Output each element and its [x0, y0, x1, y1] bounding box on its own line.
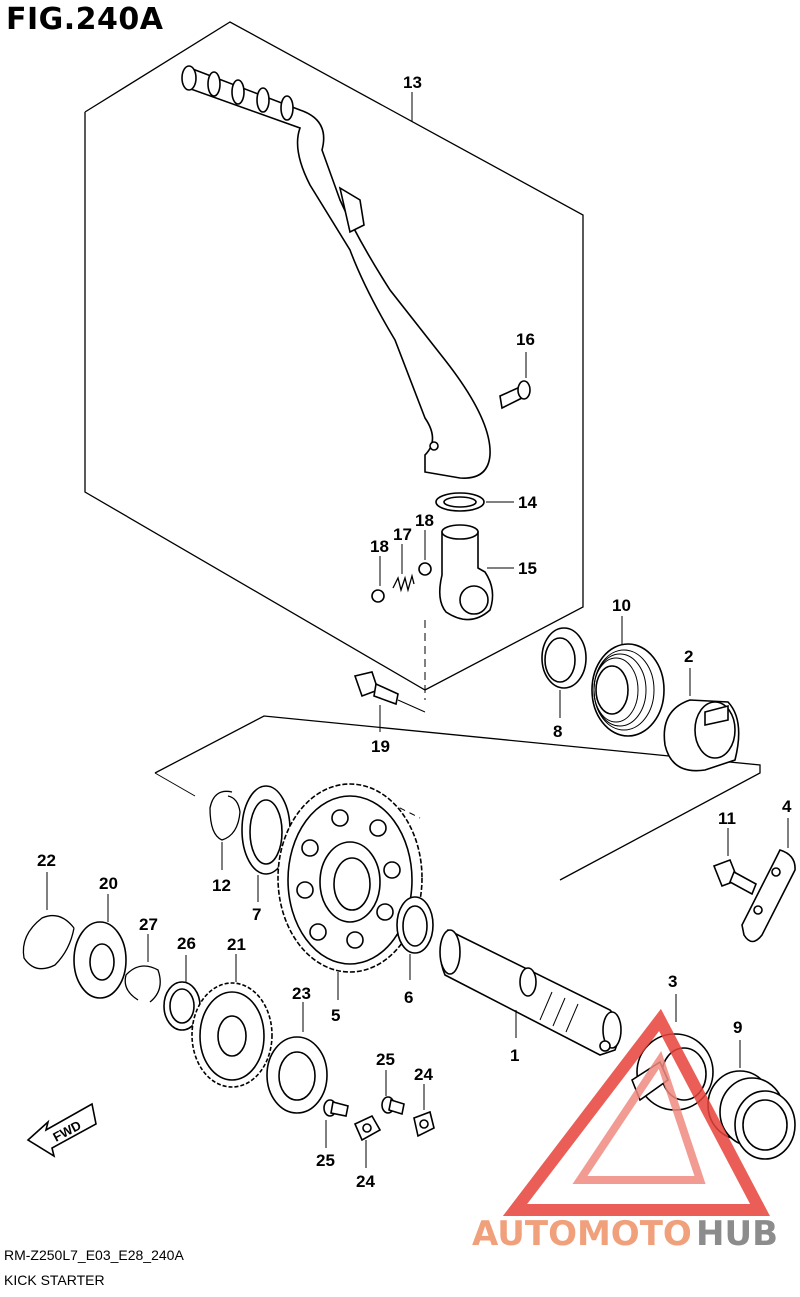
- callout-6: 6: [404, 988, 413, 1007]
- washer-6: [396, 896, 434, 954]
- idle-gear-21: [191, 982, 273, 1088]
- callout-19: 19: [371, 737, 390, 756]
- callout-10: 10: [612, 596, 631, 615]
- callout-11: 11: [718, 809, 736, 828]
- kick-shaft-1: [439, 928, 622, 1056]
- bolt-19: [353, 671, 399, 706]
- figure-title: FIG.240A: [6, 2, 164, 37]
- callout-21: 21: [227, 935, 246, 954]
- bolt-25a: [323, 1099, 349, 1117]
- callout-20: 20: [99, 874, 118, 893]
- plate-20: [73, 921, 127, 999]
- kick-boss-15: [438, 524, 494, 621]
- callout-12: 12: [212, 876, 231, 895]
- diagram-name: KICK STARTER: [4, 1272, 105, 1288]
- callout-26: 26: [177, 934, 196, 953]
- callout-18a: 18: [370, 537, 389, 556]
- callout-13: 13: [403, 73, 422, 92]
- callout-18b: 18: [415, 511, 434, 530]
- callout-25a: 25: [316, 1151, 335, 1170]
- callout-24a: 24: [356, 1172, 375, 1191]
- callout-1: 1: [510, 1046, 519, 1065]
- watermark-text-hub: HUB: [696, 1214, 778, 1254]
- callout-16: 16: [516, 330, 535, 349]
- circlip-22: [22, 914, 75, 970]
- guide-2: [663, 699, 740, 772]
- kick-lever-13: [181, 65, 491, 479]
- callout-14: 14: [518, 493, 537, 512]
- callout-5: 5: [331, 1006, 340, 1025]
- fwd-arrow-icon: FWD: [26, 1102, 97, 1158]
- callout-9: 9: [733, 1018, 742, 1037]
- washer-24b: [413, 1110, 435, 1138]
- callout-3: 3: [668, 972, 677, 991]
- callout-8: 8: [553, 722, 562, 741]
- bolt-25b: [381, 1096, 405, 1116]
- bolt-16: [499, 380, 531, 410]
- circlip-12: [209, 790, 241, 841]
- bolt-11: [712, 858, 758, 896]
- callout-7: 7: [252, 905, 261, 924]
- spring-10: [591, 643, 665, 737]
- washer-26: [163, 981, 201, 1031]
- seal-8: [541, 627, 587, 689]
- lower-group-outline: [154, 715, 761, 881]
- callout-4: 4: [782, 797, 792, 816]
- callout-25b: 25: [376, 1050, 395, 1069]
- watermark-text-automoto: AUTOMOTO: [472, 1214, 692, 1254]
- kick-gear-5: [277, 783, 423, 973]
- ball-18a: [371, 589, 385, 603]
- callout-22: 22: [37, 851, 56, 870]
- ball-18b: [418, 562, 432, 576]
- callout-2: 2: [684, 647, 693, 666]
- plate-4: [741, 849, 796, 943]
- watermark-logo: [502, 1008, 770, 1216]
- callout-17: 17: [393, 525, 412, 544]
- callout-15: 15: [518, 559, 537, 578]
- upper-group-outline: [84, 21, 584, 691]
- callout-27: 27: [139, 915, 158, 934]
- callout-23: 23: [292, 984, 311, 1003]
- washer-23: [266, 1036, 328, 1114]
- circlip-27: [124, 965, 161, 1003]
- washer-24a: [353, 1114, 382, 1142]
- spring-17: [392, 573, 415, 593]
- callout-24b: 24: [414, 1065, 433, 1084]
- diagram-code: RM-Z250L7_E03_E28_240A: [4, 1247, 184, 1263]
